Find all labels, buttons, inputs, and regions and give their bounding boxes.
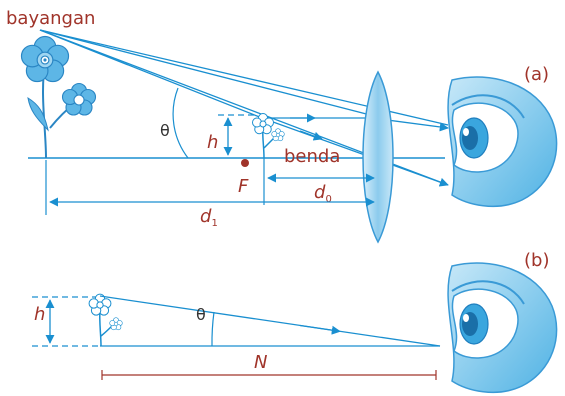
eye-icon [447,261,558,394]
image-flower-leaf [27,97,49,132]
F-label: F [238,176,249,197]
theta-label: θ [196,305,206,324]
h-label: h [34,304,45,325]
focal-point [241,159,249,167]
panel-a-label: (a) [524,64,549,85]
ray-line [39,29,379,118]
panel-b: (b) h θ N [32,250,558,394]
flower-icon [252,113,274,135]
ray-line [39,29,263,119]
ray-line [99,295,441,347]
theta-label: θ [160,121,170,140]
panel-b-label: (b) [524,250,549,271]
flower-icon [271,128,285,142]
angle-arc [211,311,215,347]
flower-icon [109,317,123,331]
flower-icon [61,82,97,116]
benda-label: benda [284,146,340,167]
ray-arrow [299,324,341,335]
panel-a: θ h F benda d0 d1 bayangan (a) [6,8,558,244]
flower-icon [20,35,70,83]
d1-label: d1 [200,206,218,229]
bayangan-label: bayangan [6,8,95,29]
h-label: h [207,132,218,153]
lens-icon [362,70,394,244]
eye-icon [447,75,558,208]
N-label: N [254,352,267,373]
angle-arc [172,87,189,159]
ray-line [261,117,449,187]
ray-arrow [299,130,323,141]
